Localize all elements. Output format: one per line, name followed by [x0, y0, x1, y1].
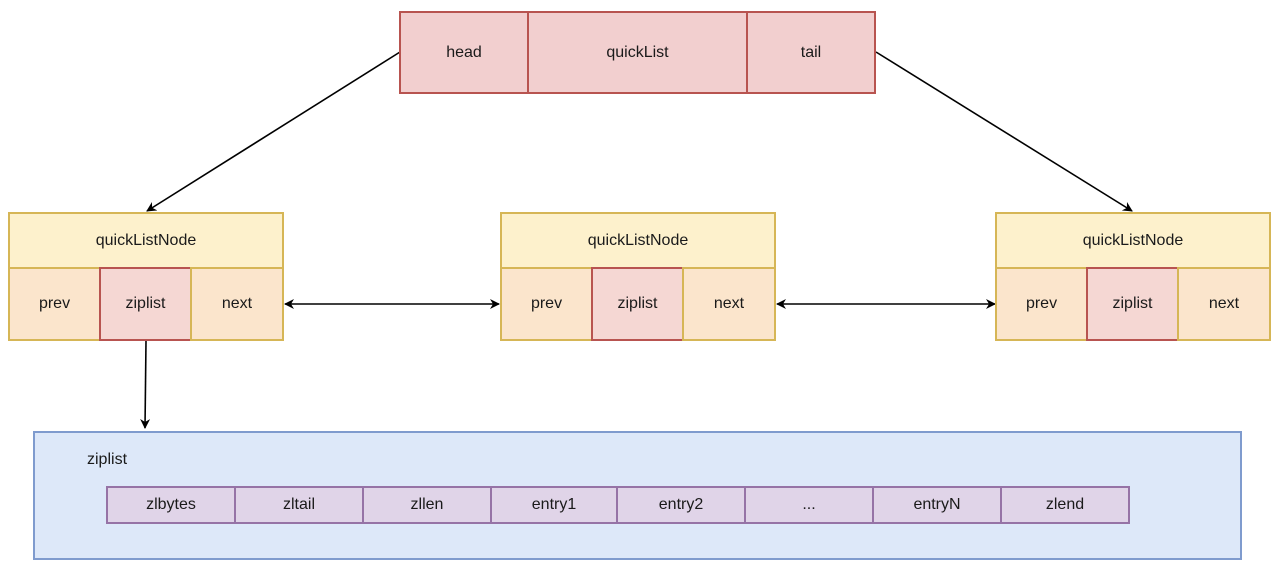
node-next-label: next — [1208, 295, 1240, 312]
ziplist-cell: entry2 — [616, 486, 746, 524]
tail-to-last-node-arrow — [875, 51, 1133, 212]
ziplist-cell: entry1 — [490, 486, 618, 524]
ziplist-cell-label: entry1 — [531, 496, 577, 513]
node-next-label: next — [713, 295, 745, 312]
ziplist-cell-label: zlbytes — [146, 496, 196, 513]
ziplist-cell: zlend — [1000, 486, 1130, 524]
quicklist-head-field: head — [399, 11, 529, 94]
node-title: quickListNode — [995, 212, 1271, 269]
ziplist-cell-label: zlend — [1045, 496, 1085, 513]
node-next-field: next — [1177, 267, 1271, 341]
ziplist-cell: ... — [744, 486, 874, 524]
quicklist-tail-label: tail — [800, 43, 822, 61]
ziplist-container-label: ziplist — [87, 451, 128, 468]
node-title: quickListNode — [500, 212, 776, 269]
ziplist-cell: entryN — [872, 486, 1002, 524]
node-prev-field: prev — [995, 267, 1088, 341]
node-prev-field: prev — [8, 267, 101, 341]
head-to-first-node-arrow — [146, 51, 401, 212]
ziplist-cell: zltail — [234, 486, 364, 524]
quicklist-title-label: quickList — [606, 43, 669, 61]
ziplist-pointer-arrow — [140, 340, 151, 429]
ziplist-cell-label: entryN — [913, 496, 961, 513]
quicklist-tail-field: tail — [746, 11, 876, 94]
quicklist-head-label: head — [446, 43, 482, 61]
node-prev-label: prev — [38, 295, 71, 312]
quicklist-title-field: quickList — [527, 11, 748, 94]
ziplist-cell-label: zltail — [282, 496, 315, 513]
node-ziplist-field: ziplist — [591, 267, 684, 341]
node-next-field: next — [190, 267, 284, 341]
node-prev-label: prev — [1025, 295, 1058, 312]
node-title: quickListNode — [8, 212, 284, 269]
ziplist-cell-label: zllen — [410, 496, 444, 513]
ziplist-cell-label: entry2 — [658, 496, 704, 513]
node-title-label: quickListNode — [95, 231, 197, 249]
node-ziplist-field: ziplist — [99, 267, 192, 341]
node-next-field: next — [682, 267, 776, 341]
node-title-label: quickListNode — [587, 231, 689, 249]
node-prev-label: prev — [530, 295, 563, 312]
node-ziplist-label: ziplist — [1112, 295, 1153, 312]
ziplist-cell: zllen — [362, 486, 492, 524]
node-ziplist-label: ziplist — [617, 295, 658, 312]
ziplist-cell-label: ... — [802, 496, 816, 513]
ziplist-cell: zlbytes — [106, 486, 236, 524]
node-prev-field: prev — [500, 267, 593, 341]
node-next-label: next — [221, 295, 253, 312]
node-ziplist-field: ziplist — [1086, 267, 1179, 341]
node-title-label: quickListNode — [1082, 231, 1184, 249]
node-ziplist-label: ziplist — [125, 295, 166, 312]
